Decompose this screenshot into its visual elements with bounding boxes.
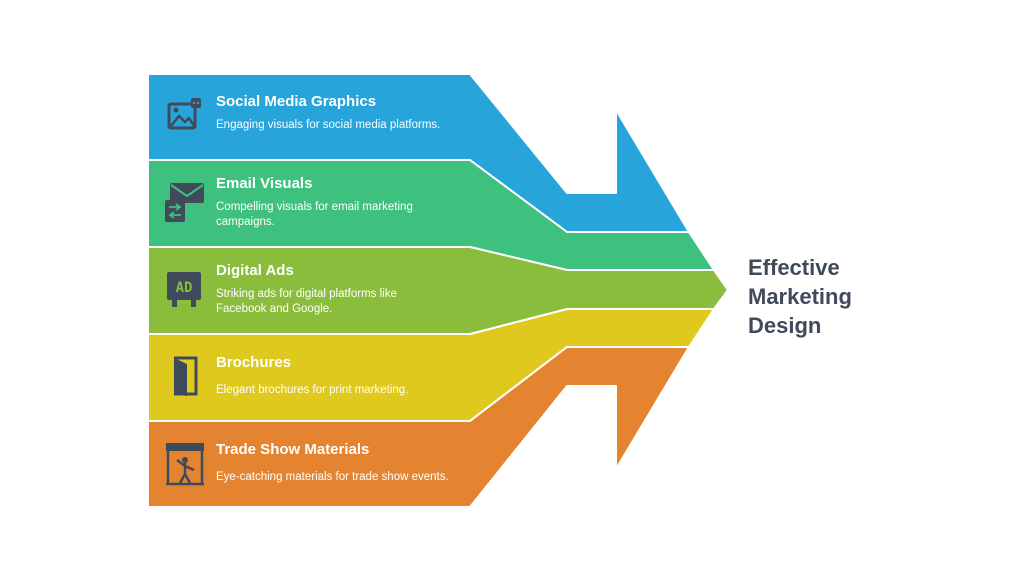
item-title: Digital Ads — [216, 262, 294, 279]
item-email-visuals: Email Visuals Compelling visuals for ema… — [216, 175, 476, 230]
email-icon — [165, 183, 204, 222]
trade-show-booth-icon — [166, 443, 204, 486]
item-description: Eye-catching materials for trade show ev… — [216, 471, 449, 483]
ad-icon: AD — [167, 272, 201, 307]
band-trade-show-materials — [147, 346, 690, 508]
goal-label: Effective Marketing Design — [748, 255, 852, 338]
item-description: Striking ads for digital platforms like … — [216, 288, 397, 315]
item-title: Social Media Graphics — [216, 93, 377, 110]
item-title: Brochures — [216, 354, 292, 371]
svg-text:AD: AD — [176, 280, 193, 296]
social-media-image-icon — [167, 98, 201, 130]
item-digital-ads: Digital Ads Striking ads for digital pla… — [216, 262, 476, 317]
item-description: Compelling visuals for email marketing c… — [216, 201, 413, 228]
item-trade-show-materials: Trade Show Materials Eye-catching materi… — [216, 441, 476, 485]
item-description: Engaging visuals for social media platfo… — [216, 119, 441, 131]
item-title: Trade Show Materials — [216, 441, 370, 458]
item-description: Elegant brochures for print marketing. — [216, 384, 409, 396]
item-social-media-graphics: Social Media Graphics Engaging visuals f… — [216, 93, 476, 133]
brochure-icon — [174, 356, 198, 396]
band-digital-ads — [147, 246, 729, 335]
item-brochures: Brochures Elegant brochures for print ma… — [216, 354, 476, 398]
item-title: Email Visuals — [216, 175, 313, 192]
